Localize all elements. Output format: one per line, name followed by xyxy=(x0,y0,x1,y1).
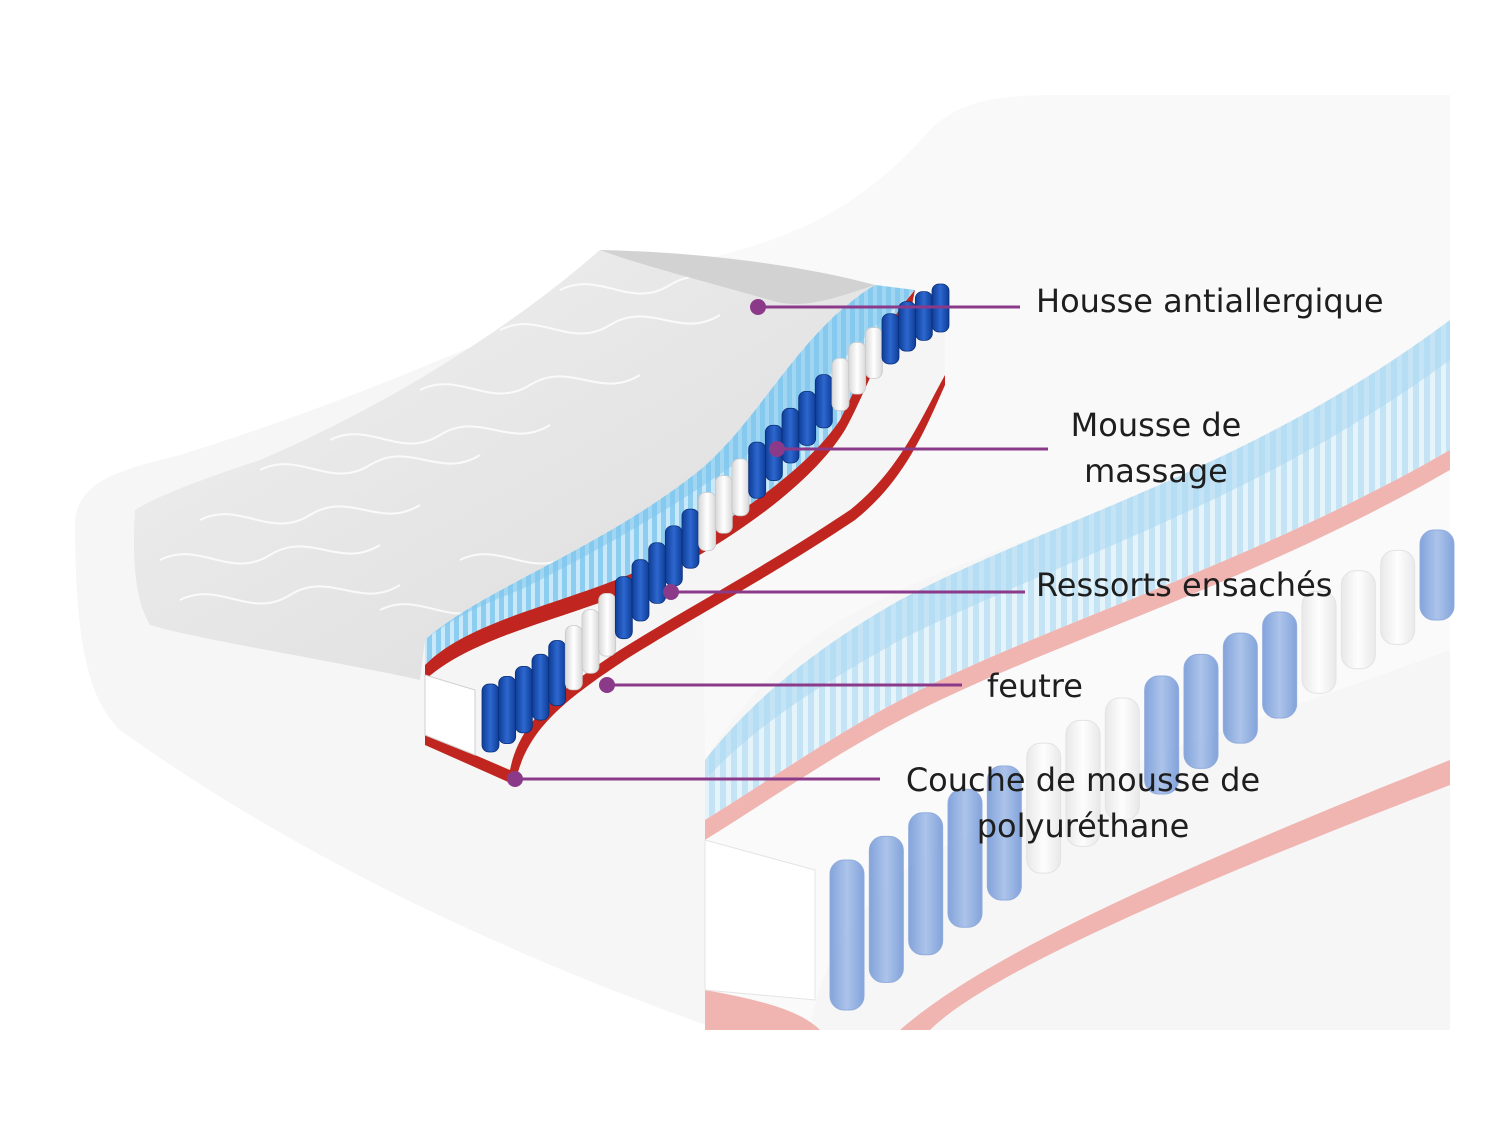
pocket-spring xyxy=(914,291,933,341)
background-pocket-spring xyxy=(1144,675,1180,795)
pocket-spring xyxy=(814,374,833,429)
background-pocket-springs xyxy=(829,529,1455,1011)
pocket-spring xyxy=(531,653,550,721)
background-pocket-spring xyxy=(986,765,1022,901)
pocket-spring xyxy=(598,592,617,657)
felt-layer xyxy=(425,290,915,680)
pocket-spring xyxy=(648,542,667,604)
pocket-spring xyxy=(614,576,633,640)
background-pocket-spring xyxy=(1026,742,1062,874)
label-ressorts-ensaches: Ressorts ensachés xyxy=(1036,566,1333,604)
pocket-spring xyxy=(564,625,583,691)
callout-dot-icon xyxy=(769,441,785,457)
label-mousse-de-massage: Mousse de massage xyxy=(1070,406,1242,490)
background-pocket-spring xyxy=(868,835,904,983)
callout-dot-icon xyxy=(750,299,766,315)
pocket-spring xyxy=(848,341,867,395)
label-couche-de-mousse-de-polyurethane: Couche de mousse de polyuréthane xyxy=(905,761,1261,845)
callouts xyxy=(507,299,1048,787)
background-pocket-spring xyxy=(1301,590,1337,694)
pocket-spring xyxy=(498,676,517,745)
background-pocket-spring xyxy=(1104,697,1140,821)
pocket-spring xyxy=(831,357,850,412)
callout-dot-icon xyxy=(507,771,523,787)
background-pocket-spring xyxy=(1419,529,1455,621)
pocket-spring xyxy=(781,407,800,464)
pocket-spring xyxy=(748,441,767,499)
pocket-spring xyxy=(898,301,917,352)
pocket-spring xyxy=(664,525,683,587)
label-housse-antiallergique: Housse antiallergique xyxy=(1036,282,1384,320)
pocket-spring xyxy=(714,475,733,534)
background-pocket-spring xyxy=(1380,549,1416,645)
background-pocket-spring xyxy=(1262,611,1298,719)
cover-top-surface xyxy=(133,250,875,680)
pocket-spring xyxy=(681,508,700,569)
background-pocket-spring xyxy=(829,859,865,1011)
background-pocket-spring xyxy=(1222,632,1258,744)
pocket-spring xyxy=(631,559,650,622)
background-pocket-spring xyxy=(1065,719,1101,847)
pocket-spring xyxy=(698,491,717,552)
background-pocket-spring xyxy=(1183,653,1219,769)
foam-end-block xyxy=(424,674,476,756)
pocket-spring xyxy=(731,458,750,517)
label-feutre: feutre xyxy=(987,667,1083,705)
pocket-spring xyxy=(798,391,817,446)
callout-dot-icon xyxy=(663,584,679,600)
pocket-spring xyxy=(864,327,883,379)
pocket-spring xyxy=(581,609,600,674)
pocket-spring xyxy=(881,313,900,365)
pocket-spring xyxy=(548,640,567,706)
background-pocket-spring xyxy=(947,788,983,928)
background-pocket-spring xyxy=(1340,570,1376,670)
callout-dot-icon xyxy=(599,677,615,693)
quilting-pattern xyxy=(159,274,781,615)
background-pocket-spring xyxy=(908,812,944,956)
pocket-spring xyxy=(481,683,500,753)
pocket-springs xyxy=(481,283,950,753)
pocket-spring xyxy=(514,665,533,734)
